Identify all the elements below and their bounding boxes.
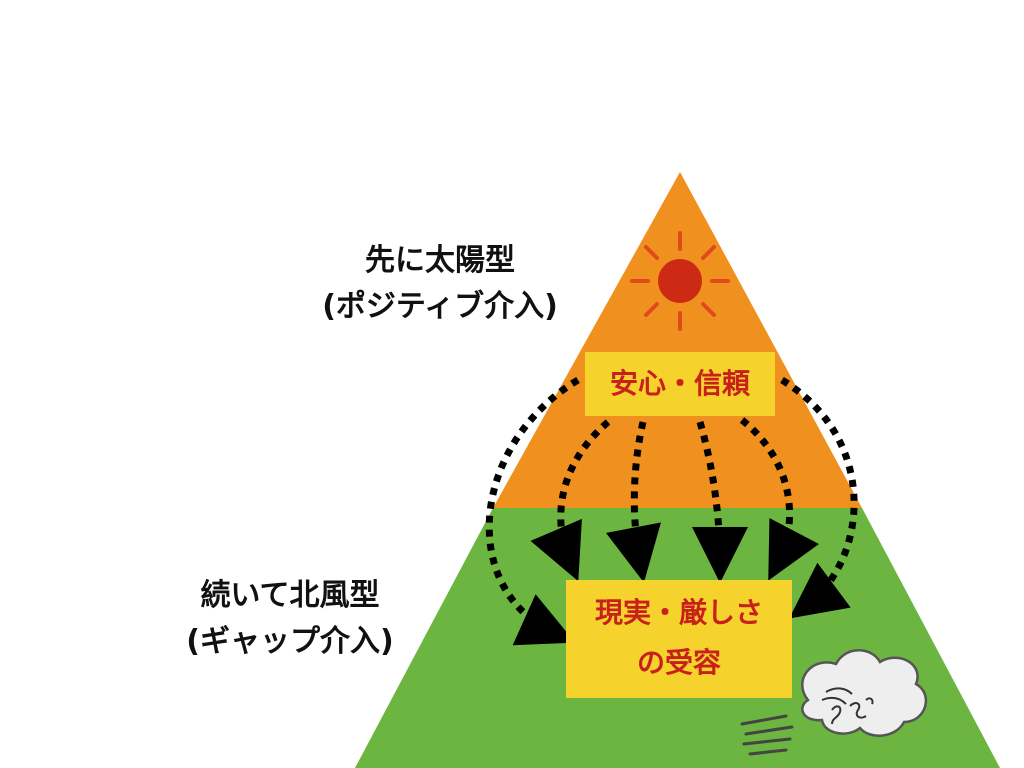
dotted-arrows (485, 377, 858, 646)
sun-icon (630, 231, 730, 331)
acceptance-box: 現実・厳しさ の受容 (566, 580, 792, 698)
arrow-center-left (605, 421, 661, 583)
north-wind-type-label: 続いて北風型 (ギャップ介入) (150, 573, 430, 665)
pyramid-top-section (493, 172, 862, 508)
trust-box-text: 安心・信頼 (609, 367, 750, 400)
acceptance-box-line1: 現実・厳しさ (594, 596, 763, 629)
arrow-right-inner (739, 417, 820, 581)
arrow-center-right (691, 421, 748, 583)
north-wind-cloud-icon (740, 649, 928, 756)
arrow-right-outer (780, 377, 858, 619)
north-wind-type-subtitle: (ギャップ介入) (186, 624, 394, 659)
trust-box: 安心・信頼 (585, 352, 775, 416)
arrow-left-outer (485, 377, 580, 646)
sun-type-title: 先に太陽型 (365, 243, 515, 278)
arrow-left-inner (530, 419, 611, 582)
sun-type-label: 先に太陽型 (ポジティブ介入) (290, 238, 590, 330)
sun-type-subtitle: (ポジティブ介入) (322, 289, 558, 324)
acceptance-box-line2: の受容 (636, 646, 721, 679)
north-wind-type-title: 続いて北風型 (200, 578, 380, 613)
